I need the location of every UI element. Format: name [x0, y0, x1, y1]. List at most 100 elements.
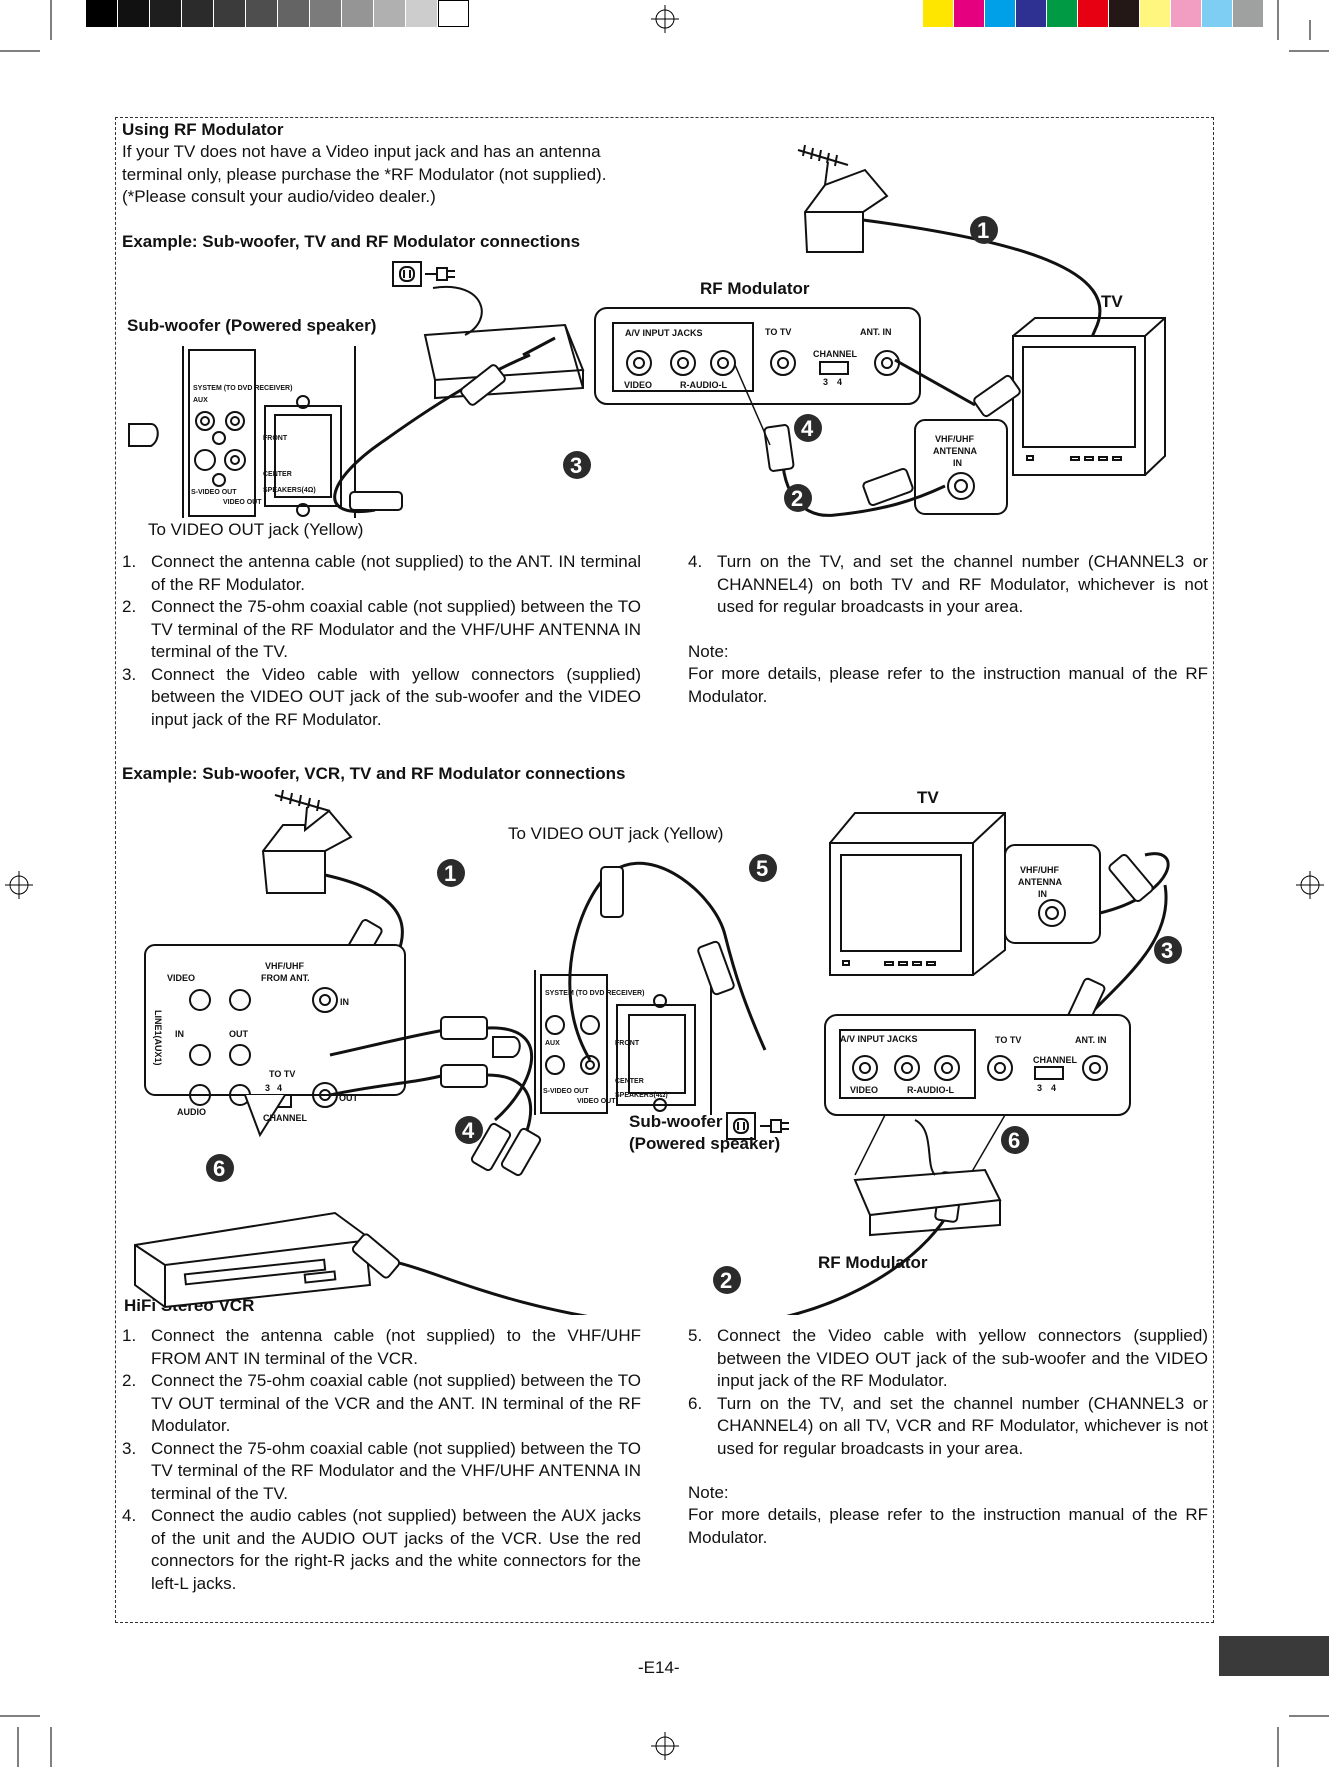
color-swatch — [1202, 0, 1232, 27]
tv-antenna-panel-2 — [1004, 844, 1101, 944]
intro-line-2: terminal only, please purchase the *RF M… — [122, 165, 607, 184]
ac-outlet-icon — [392, 261, 455, 287]
gray-swatch — [86, 0, 117, 27]
video-out-label-2: To VIDEO OUT jack (Yellow) — [508, 824, 724, 843]
svideo-out-text: S-VIDEO OUT — [191, 489, 237, 496]
ant-in-text: ANT. IN — [860, 327, 892, 337]
vcr-panel — [144, 944, 406, 1138]
list-item: 2.Connect the 75-ohm coaxial cable (not … — [122, 1371, 641, 1435]
list-item: 2.Connect the 75-ohm coaxial cable (not … — [122, 597, 641, 661]
sub2-system-text: SYSTEM (TO DVD RECEIVER) — [545, 990, 644, 997]
rf2-av-input-text: A/V INPUT JACKS — [840, 1034, 918, 1044]
note-label-1: Note: — [688, 642, 729, 661]
note-text-1: For more details, please refer to the in… — [688, 664, 1208, 706]
ac-outlet-icon-2 — [726, 1112, 789, 1140]
gray-swatch — [246, 0, 277, 27]
tv-label-2: TV — [917, 788, 939, 807]
intro-line-3: (*Please consult your audio/video dealer… — [122, 187, 436, 206]
steps-list-2-left: 1.Connect the antenna cable (not supplie… — [122, 1325, 641, 1595]
list-item: 6.Turn on the TV, and set the channel nu… — [688, 1393, 1208, 1458]
channel-text: CHANNEL — [813, 349, 858, 359]
vcr-vhf-uhf-text: VHF/UHF — [265, 961, 304, 971]
step-badge-3b: 3 — [1154, 936, 1182, 964]
aux-text: AUX — [193, 397, 208, 404]
color-swatch — [985, 0, 1015, 27]
list-item: 1.Connect the antenna cable (not supplie… — [122, 1326, 641, 1368]
gray-swatch — [118, 0, 149, 27]
step-badge-1b: 1 — [437, 859, 465, 887]
vcr-in-text: IN — [175, 1029, 184, 1039]
svg-text:1: 1 — [444, 861, 456, 886]
rf2-ch4-text: 4 — [1051, 1083, 1056, 1093]
vcr-ch4-text: 4 — [277, 1083, 282, 1093]
gray-swatch — [406, 0, 437, 27]
house-icon-2 — [261, 809, 353, 894]
sub2-front-text: FRONT — [615, 1040, 640, 1047]
sub2-center-text: CENTER — [615, 1078, 644, 1085]
rf2-channel-text: CHANNEL — [1033, 1055, 1078, 1065]
subwoofer-label: Sub-woofer (Powered speaker) — [127, 316, 377, 335]
rf-modulator-box-2 — [853, 1119, 1002, 1237]
list-item: 4.Turn on the TV, and set the channel nu… — [688, 552, 1208, 616]
steps-list-1-right: 4.Turn on the TV, and set the channel nu… — [688, 551, 1208, 619]
color-swatch — [1016, 0, 1046, 27]
svg-text:5: 5 — [756, 856, 768, 881]
example-title-2: Example: Sub-woofer, VCR, TV and RF Modu… — [122, 764, 626, 783]
svg-text:2: 2 — [791, 486, 803, 511]
color-swatch — [954, 0, 984, 27]
vcr-ch3-text: 3 — [265, 1083, 270, 1093]
vcr-audio-text: AUDIO — [177, 1107, 206, 1117]
gray-swatch — [214, 0, 245, 27]
vcr-out-text: OUT — [229, 1029, 249, 1039]
antenna-text: ANTENNA — [933, 446, 977, 456]
vhf-uhf-text: VHF/UHF — [935, 434, 974, 444]
video-out-label: To VIDEO OUT jack (Yellow) — [148, 520, 364, 539]
panel-labels: A/V INPUT JACKS TO TV ANT. IN CHANNEL 3 … — [191, 327, 977, 506]
step-badge-4b: 4 — [455, 1116, 483, 1144]
step-badge-6b: 6 — [206, 1154, 234, 1182]
list-item: 5.Connect the Video cable with yellow co… — [688, 1326, 1208, 1390]
gray-swatch — [182, 0, 213, 27]
gray-swatch — [278, 0, 309, 27]
intro-line-1: If your TV does not have a Video input j… — [122, 142, 601, 161]
center-text: CENTER — [263, 471, 292, 478]
list-item: 4.Connect the audio cables (not supplied… — [122, 1506, 641, 1593]
vcr-to-tv-text: TO TV — [269, 1069, 295, 1079]
sub2-speakers-text: SPEAKERS(4Ω) — [615, 1092, 668, 1099]
antenna-icon — [797, 144, 849, 186]
gray-swatch — [310, 0, 341, 27]
svg-text:3: 3 — [570, 453, 582, 478]
list-item: 1.Connect the antenna cable (not supplie… — [122, 552, 641, 594]
speakers-text: SPEAKERS(4Ω) — [263, 487, 316, 494]
color-swatch — [1078, 0, 1108, 27]
steps-list-1-left: 1.Connect the antenna cable (not supplie… — [122, 551, 641, 731]
registration-mark-bottom — [651, 1732, 679, 1760]
color-swatch — [1047, 0, 1077, 27]
system-text: SYSTEM (TO DVD RECEIVER) — [193, 385, 292, 392]
gray-swatch — [438, 0, 469, 27]
vcr-tv-out-text: OUT — [339, 1093, 359, 1103]
gray-swatch — [342, 0, 373, 27]
page-tab-marker — [1219, 1636, 1329, 1676]
registration-mark-right — [1296, 871, 1324, 899]
step-badge-2: 2 — [784, 484, 812, 512]
steps-list-2-right: 5.Connect the Video cable with yellow co… — [688, 1325, 1208, 1460]
step-badge-1: 1 — [970, 216, 998, 244]
sub-video-out-text: VIDEO OUT — [223, 499, 262, 506]
sub2-video-out-text: VIDEO OUT — [577, 1098, 616, 1105]
svg-text:6: 6 — [213, 1156, 225, 1181]
tv2-antenna-text: ANTENNA — [1018, 877, 1062, 887]
color-swatch — [923, 0, 953, 27]
panel-labels-2: VIDEO IN OUT VHF/UHF FROM ANT. IN TO TV … — [153, 865, 1107, 1123]
step-badge-4: 4 — [794, 414, 822, 442]
rf-modulator-panel-2 — [824, 1014, 1131, 1176]
sub2-aux-text: AUX — [545, 1040, 560, 1047]
vcr-channel-text: CHANNEL — [263, 1113, 308, 1123]
step-badge-2b: 2 — [713, 1266, 741, 1294]
video-jack-text: VIDEO — [624, 380, 652, 390]
vcr-from-ant-text: FROM ANT. — [261, 973, 310, 983]
content-frame — [115, 117, 1214, 1623]
example-title-1: Example: Sub-woofer, TV and RF Modulator… — [122, 232, 581, 251]
sub2-svideo-out-text: S-VIDEO OUT — [543, 1088, 589, 1095]
registration-mark-left — [5, 871, 33, 899]
